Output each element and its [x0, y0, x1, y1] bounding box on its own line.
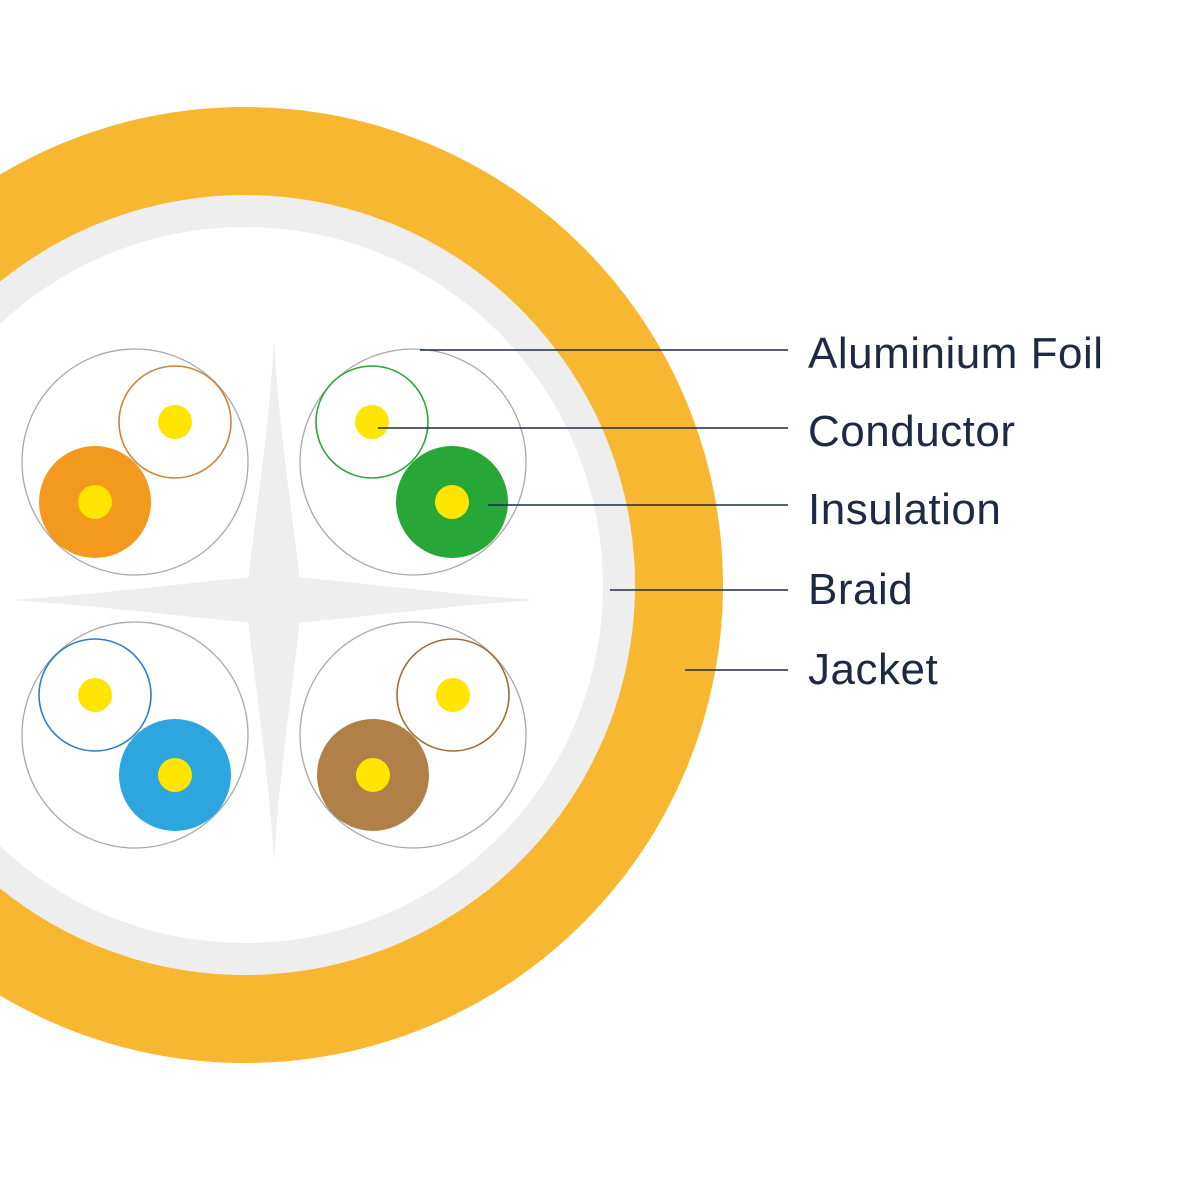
pair-foil-shield	[299, 348, 527, 576]
separator-horizontal-arm	[12, 576, 535, 624]
conductor	[436, 678, 470, 712]
pair-foil-shield	[299, 621, 527, 849]
conductor	[356, 758, 390, 792]
conductor	[158, 405, 192, 439]
label-conductor: Conductor	[808, 407, 1016, 456]
label-jacket: Jacket	[808, 645, 938, 694]
twisted-pair-brown	[299, 621, 527, 849]
twisted-pair-orange	[21, 348, 249, 576]
conductor	[158, 758, 192, 792]
twisted-pair-blue	[21, 621, 249, 849]
label-braid: Braid	[808, 565, 913, 614]
conductor	[78, 678, 112, 712]
leader-lines	[378, 349, 788, 671]
twisted-pair-green	[299, 348, 527, 576]
conductor	[78, 485, 112, 519]
pair-foil-shield	[21, 621, 249, 849]
conductor	[435, 485, 469, 519]
pair-foil-shield	[21, 348, 249, 576]
conductor	[355, 405, 389, 439]
cross-separator	[12, 340, 535, 860]
labels: Aluminium Foil Conductor Insulation Brai…	[808, 329, 1104, 694]
label-insulation: Insulation	[808, 485, 1001, 534]
label-aluminium-foil: Aluminium Foil	[808, 329, 1104, 378]
